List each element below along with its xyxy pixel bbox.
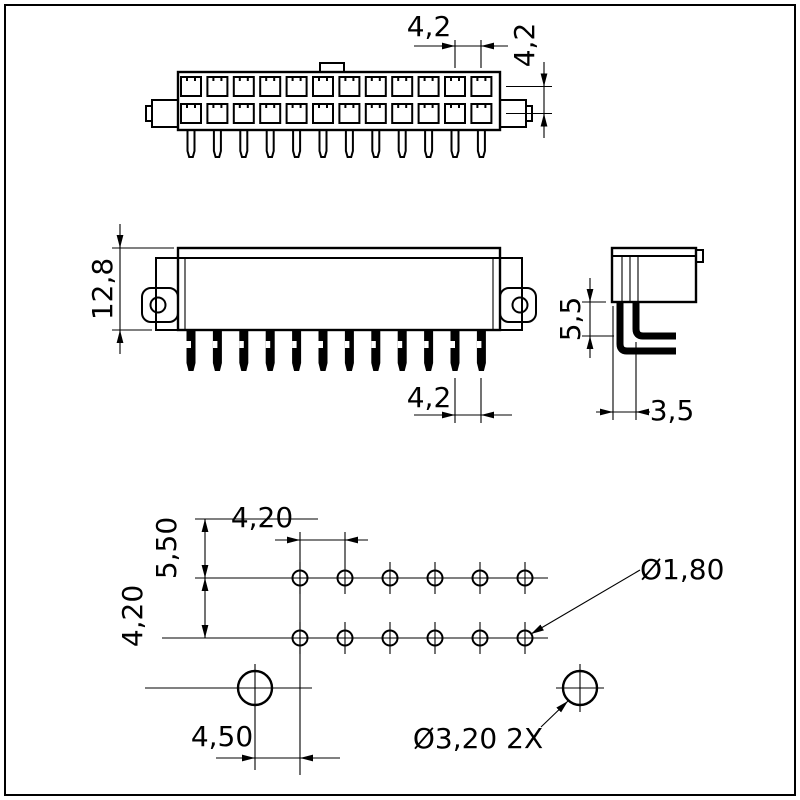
solder-pins [186,330,486,371]
side-view-dimensions: 5,5 3,5 [554,278,694,427]
polarization-tab [319,62,345,73]
dim-top-pitch-label: 4,2 [407,10,452,43]
drawing-border [4,4,796,796]
side-latch [695,249,704,263]
dim-fp-col-pitch-label: 4,20 [231,501,293,534]
side-view-body [610,246,698,304]
front-view [141,246,537,371]
dim-fp-mount-offset-label: 4,50 [191,720,253,753]
top-view [145,62,533,158]
front-view-dimensions: 12,8 4,2 [86,224,512,423]
left-mounting-ear [141,287,179,323]
right-side-plate [499,257,523,331]
mounting-hole-right [561,669,599,707]
side-view [610,246,704,355]
dim-fp-mount-hole-label: Ø3,20 2X [413,722,543,755]
bent-pin-rear [632,302,676,340]
dim-fp-pin-hole-label: Ø1,80 [640,553,724,586]
right-mounting-ear [499,287,537,323]
dim-front-pitch-label: 4,2 [407,381,452,414]
front-view-body [176,246,502,332]
left-ear-hole [149,296,167,314]
cavity-columns [180,76,493,158]
footprint-dimensions: 5,50 4,20 4,20 4,50 Ø1,80 Ø3,20 2X [116,501,724,762]
right-ear-hole [511,296,529,314]
pin-holes [291,561,534,655]
top-view-dimensions: 4,2 4,2 [407,10,552,138]
dim-side-offset-label: 3,5 [650,394,695,427]
dim-fp-edge-offset-label: 5,50 [150,517,183,579]
mounting-hole-left [236,669,274,707]
dim-side-standoff-label: 5,5 [554,297,587,342]
left-latch [151,99,179,128]
left-side-plate [155,257,179,331]
dim-top-row-spacing-label: 4,2 [508,23,541,68]
dim-front-height-label: 12,8 [86,258,119,320]
dim-fp-row-pitch-label: 4,20 [116,585,149,647]
bent-pin-front [616,302,676,355]
left-latch-nub [145,105,153,122]
